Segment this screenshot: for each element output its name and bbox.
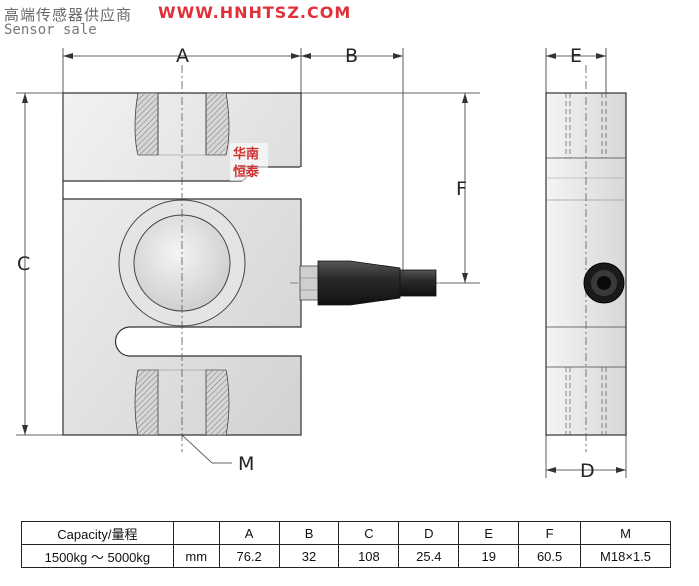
- spec-table-header-row: Capacity/量程 A B C D E F M: [21, 521, 671, 545]
- header-a: A: [218, 521, 280, 545]
- s-type-load-cell-drawing: 华南 恒泰 A B C F: [16, 45, 627, 482]
- cell-c: 108: [338, 544, 400, 568]
- spec-table: Capacity/量程 A B C D E F M 1500kg ～ 5000k…: [21, 521, 671, 568]
- cell-unit: mm: [172, 544, 220, 568]
- dim-label-c: C: [17, 253, 30, 275]
- side-cable-gland-inner: [597, 276, 611, 290]
- brand-mark-line2: 恒泰: [233, 164, 260, 180]
- cell-m: M18×1.5: [580, 544, 671, 568]
- header-chinese-title: 高端传感器供应商: [4, 6, 133, 24]
- cell-e: 19: [458, 544, 520, 568]
- brand-mark-line1: 华南: [233, 146, 259, 162]
- cell-f: 60.5: [518, 544, 582, 568]
- header-website-url[interactable]: WWW.HNHTSZ.COM: [158, 3, 352, 22]
- header-capacity: Capacity/量程: [21, 521, 174, 545]
- header-m: M: [580, 521, 671, 545]
- dim-label-a: A: [176, 45, 189, 67]
- header-unit: [172, 521, 220, 545]
- dim-label-d: D: [580, 460, 595, 482]
- cell-capacity: 1500kg ～ 5000kg: [21, 544, 174, 568]
- dim-label-m: M: [238, 453, 254, 475]
- dim-label-e: E: [570, 45, 582, 67]
- header-d: D: [398, 521, 460, 545]
- cell-d: 25.4: [398, 544, 460, 568]
- dim-label-f: F: [456, 178, 467, 200]
- top-thread-hatching: [134, 92, 230, 156]
- side-view-body: [545, 65, 627, 452]
- header-english-subtitle: Sensor sale: [4, 22, 97, 38]
- bottom-thread-hatching: [134, 369, 230, 436]
- cell-a: 76.2: [218, 544, 280, 568]
- cable-connector: [299, 260, 437, 306]
- header-e: E: [458, 521, 520, 545]
- cell-b: 32: [278, 544, 340, 568]
- dim-label-b: B: [345, 45, 358, 67]
- header-b: B: [278, 521, 340, 545]
- header-c: C: [338, 521, 400, 545]
- header-f: F: [518, 521, 582, 545]
- spec-table-row: 1500kg ～ 5000kg mm 76.2 32 108 25.4 19 6…: [21, 544, 671, 568]
